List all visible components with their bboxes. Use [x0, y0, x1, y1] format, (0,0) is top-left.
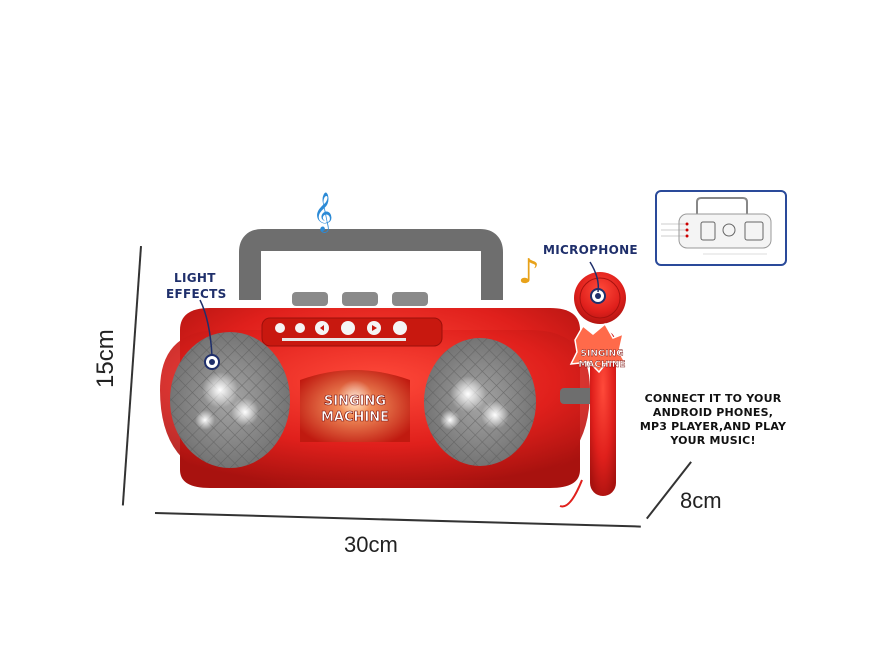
product-illustration: SINGING MACHINE SINGING MACHINE	[160, 229, 627, 508]
top-button-1	[292, 292, 328, 306]
mic-badge-line2: MACHINE	[578, 360, 625, 370]
control-buttons	[275, 321, 407, 341]
music-note-gold-icon: ♪	[518, 252, 540, 292]
back-panel-inset	[655, 190, 787, 266]
carry-handle	[239, 229, 503, 300]
singing-machine-logo	[300, 370, 410, 442]
music-note-blue-icon: 𝄞	[313, 192, 334, 232]
connect-callout: CONNECT IT TO YOUR ANDROID PHONES, MP3 P…	[639, 392, 787, 447]
top-button-2	[342, 292, 378, 306]
top-button-3	[392, 292, 428, 306]
logo-text-line1: SINGING	[324, 394, 386, 409]
back-panel-diagram	[661, 197, 772, 255]
mic-badge-line1: SINGING	[580, 349, 623, 359]
right-speaker	[424, 338, 536, 466]
light-effects-callout: LIGHT EFFECTS	[166, 271, 227, 301]
left-speaker	[170, 332, 290, 468]
microphone-callout: MICROPHONE	[543, 243, 638, 257]
width-label: 30cm	[344, 532, 398, 557]
logo-text-line2: MACHINE	[321, 410, 389, 425]
depth-label: 8cm	[680, 488, 722, 513]
